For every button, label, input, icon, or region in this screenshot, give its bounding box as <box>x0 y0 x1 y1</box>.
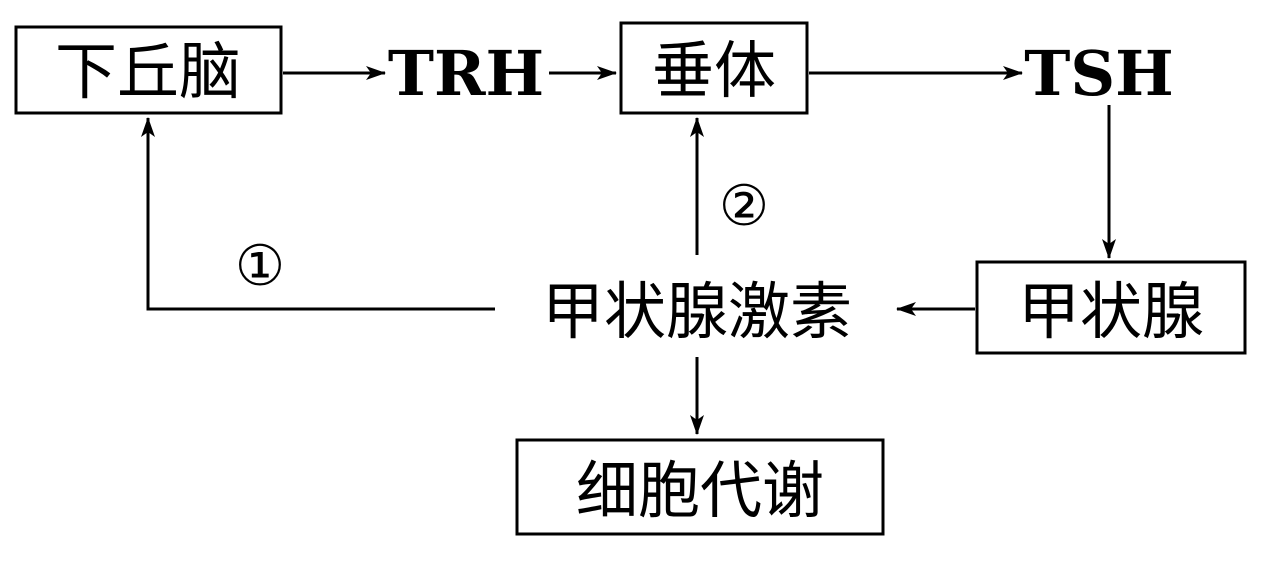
cell-metabolism-label: 细胞代谢 <box>576 454 824 527</box>
feedback-marker-1: ① <box>235 234 285 299</box>
pituitary-box <box>619 21 809 115</box>
pituitary-label: 垂体 <box>652 34 776 107</box>
thyroid-box <box>975 260 1247 355</box>
thyroid-hormone-label: 甲状腺激素 <box>542 275 852 348</box>
cell-metabolism-box <box>515 438 885 536</box>
thyroid-label: 甲状腺 <box>1018 275 1204 348</box>
feedback-arrow-1-to-hypothalamus <box>141 117 495 311</box>
feedback-marker-2: ② <box>719 174 769 239</box>
hypothalamus-box <box>14 25 283 115</box>
trh-label: TRH <box>388 37 544 110</box>
hypothalamus-label: 下丘脑 <box>55 35 241 108</box>
tsh-label: TSH <box>1024 37 1174 110</box>
